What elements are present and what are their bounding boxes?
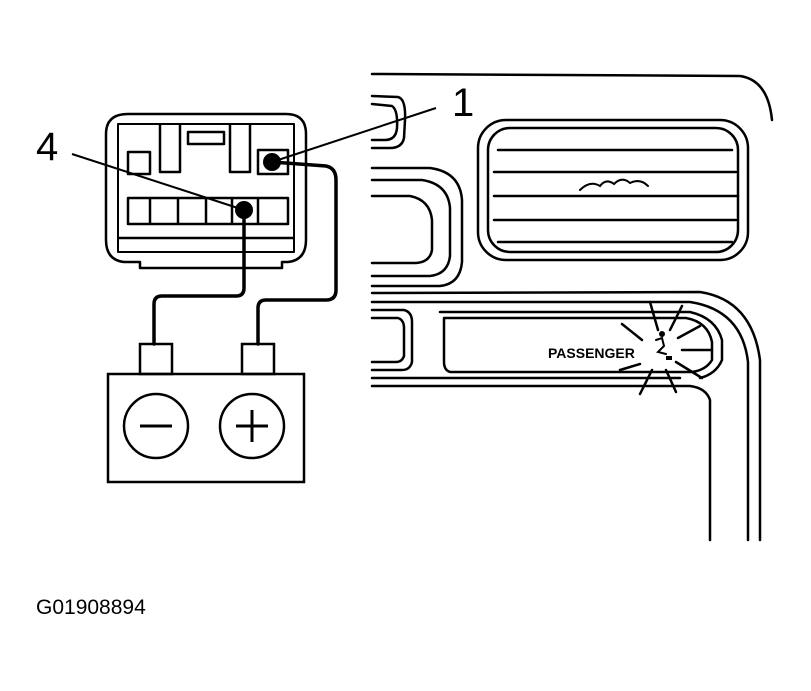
passenger-indicator-label: PASSENGER [548,345,635,361]
callout-1: 1 [452,81,474,125]
callout-4: 4 [36,125,58,169]
airbag-indicator-light [618,300,714,396]
air-vent [476,118,750,262]
battery-negative-post [138,342,174,376]
leader-lines [71,107,437,211]
test-leads [152,160,338,346]
battery-body [106,372,306,484]
battery-positive-post [240,342,276,376]
battery [106,342,306,484]
dashboard-panel [370,72,774,288]
airbag-connector [104,112,308,270]
dash-trim [370,290,762,542]
figure-code: G01908894 [36,596,146,619]
